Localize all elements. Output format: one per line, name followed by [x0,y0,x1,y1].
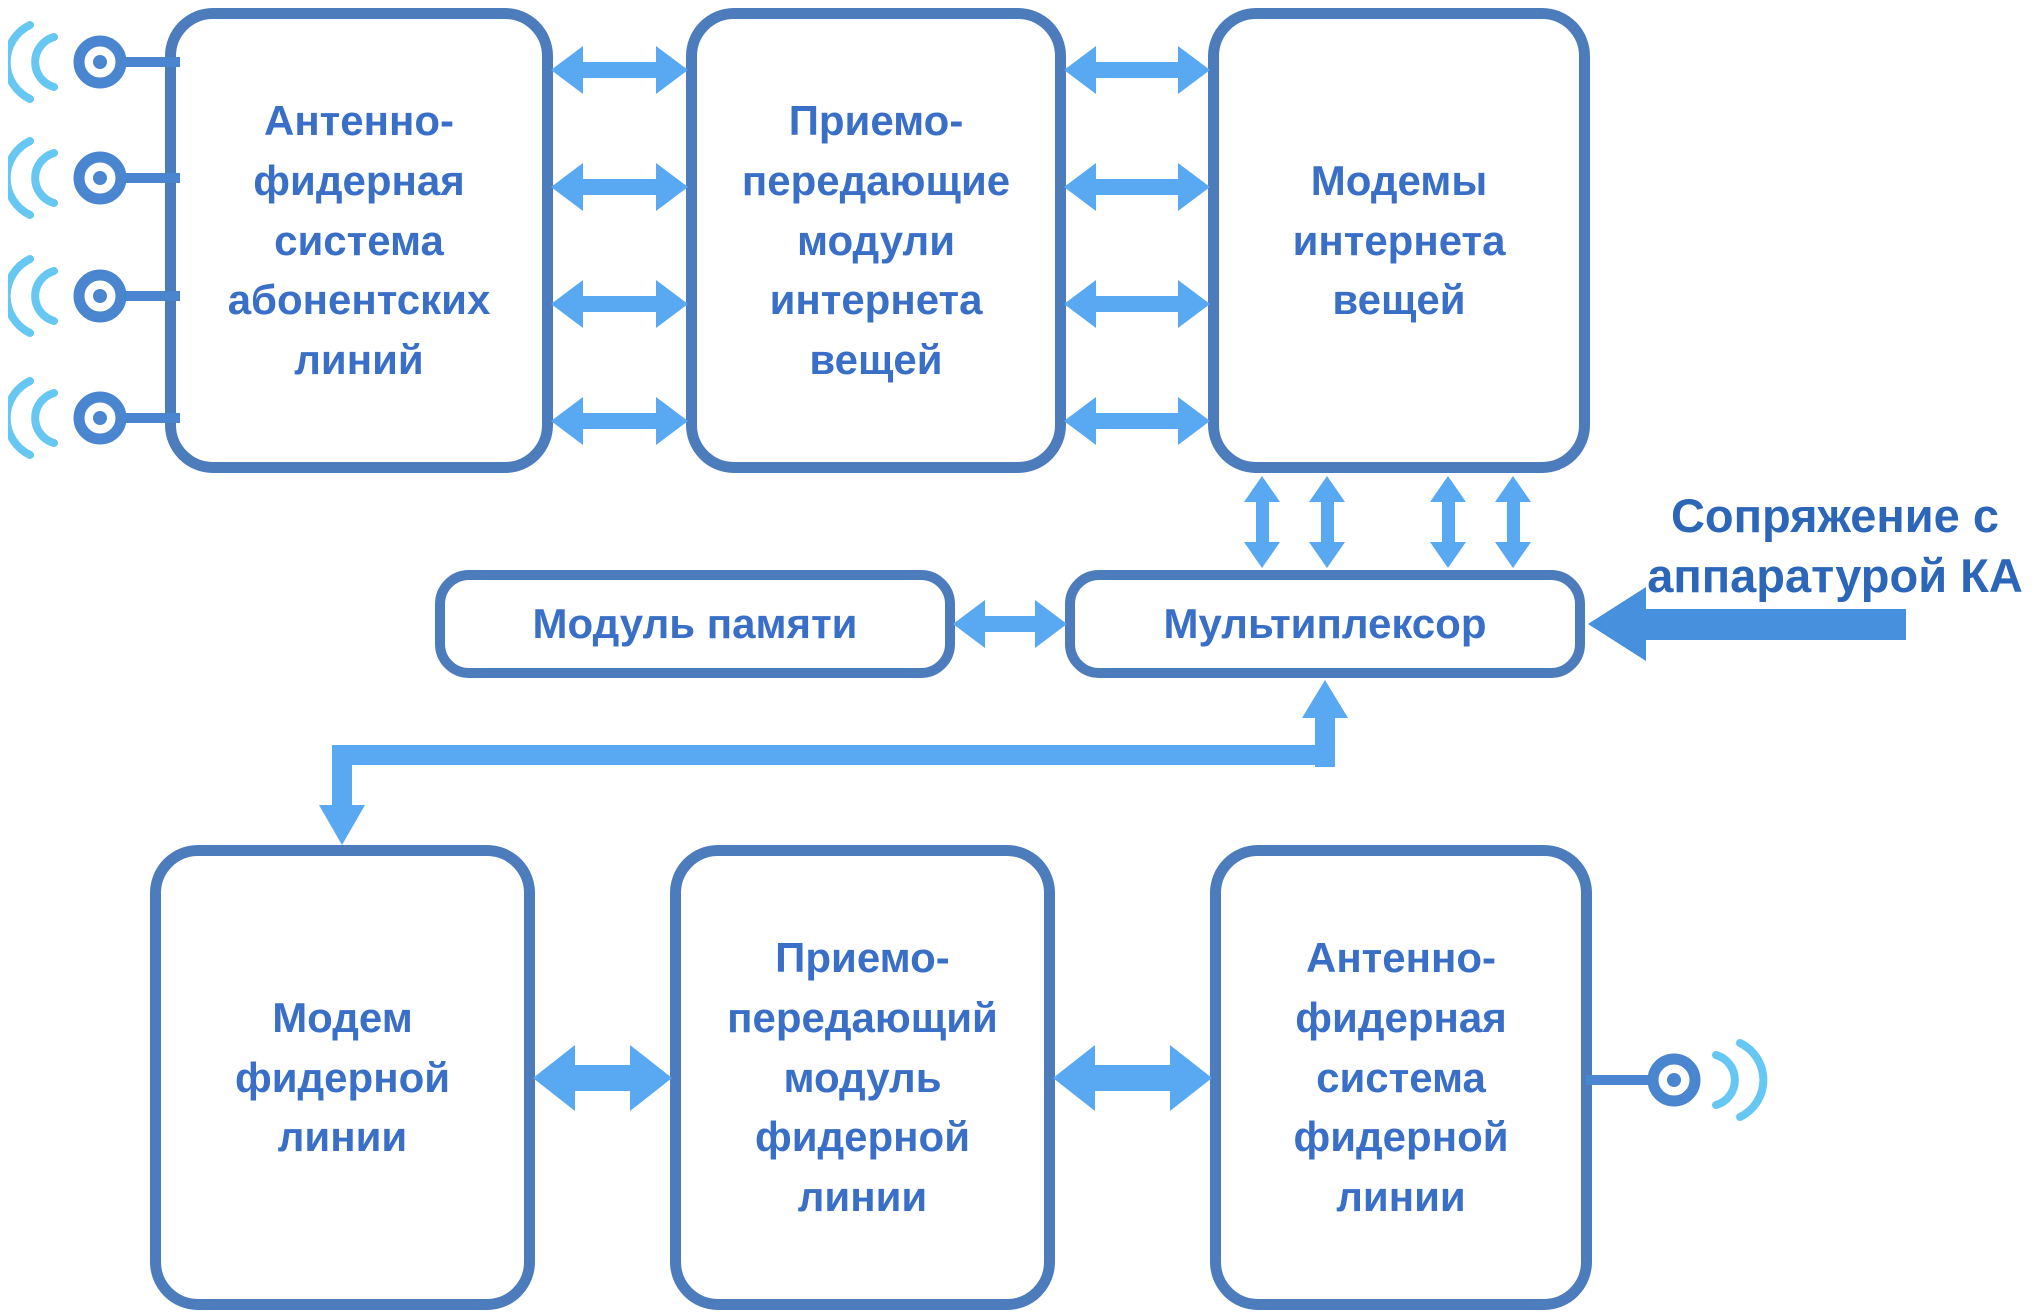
antenna-icon-1 [8,21,180,103]
wave-arc-inner [1712,1051,1739,1109]
antenna-dot [1667,1073,1681,1087]
wave-arc-outer [8,255,34,337]
wave-arc-outer [8,21,34,103]
arrow-afs-transceivers-1 [551,46,688,94]
arrow-spacecraft-interface [1588,587,1906,661]
antenna-stem [118,57,180,67]
spacecraft-interface-label: Сопряжение с аппаратурой КА [1647,489,2023,602]
antenna-icon-4 [8,377,180,459]
arrow-modems-mux-2 [1309,476,1345,568]
arrow-transceivers-modems-4 [1064,397,1210,445]
elbow-arrowhead-up [1302,680,1348,718]
antenna-stem [118,413,180,423]
wave-arc-inner [31,33,58,91]
antenna-dot [93,289,107,303]
arrow-modems-mux-4 [1495,476,1531,568]
antenna-dot [93,411,107,425]
antenna-icon-3 [8,255,180,337]
box-afs-feeder-line-label: Антенно- фидерная система фидерной линии [1293,934,1509,1220]
antenna-dot [93,171,107,185]
arrow-transceivers-modems-2 [1064,163,1210,211]
antenna-icon-2 [8,137,180,219]
wave-arc-inner [31,389,58,447]
box-afs-feeder-line: Антенно- фидерная система фидерной линии [1210,845,1592,1310]
arrow-afs-transceivers-4 [551,397,688,445]
antenna-stem [118,291,180,301]
arrow-modems-mux-1 [1244,476,1280,568]
arrow-transceiver-afsfeeder [1053,1045,1212,1111]
box-iot-transceiver-modules: Приемо- передающие модули интернета веще… [686,8,1066,473]
arrow-transceivers-modems-1 [1064,46,1210,94]
arrow-afs-transceivers-3 [551,280,688,328]
antenna-dot [93,55,107,69]
antenna-icon-feeder [1586,1039,1768,1121]
box-feeder-line-transceiver: Приемо- передающий модуль фидерной линии [670,845,1055,1310]
box-feeder-line-transceiver-label: Приемо- передающий модуль фидерной линии [727,934,998,1220]
arrow-afs-transceivers-2 [551,163,688,211]
arrow-feedermodem-transceiver [533,1045,672,1111]
box-iot-transceiver-modules-label: Приемо- передающие модули интернета веще… [741,97,1011,383]
box-memory-module-label: Модуль памяти [532,600,858,648]
arrow-modems-mux-3 [1430,476,1466,568]
box-feeder-line-modem: Модем фидерной линии [150,845,535,1310]
antenna-stem [118,173,180,183]
box-afs-subscriber-lines-label: Антенно- фидерная система абонентских ли… [227,97,491,383]
arrow-transceivers-modems-3 [1064,280,1210,328]
box-iot-modems-label: Модемы интернета вещей [1292,157,1506,324]
box-afs-subscriber-lines: Антенно- фидерная система абонентских ли… [165,8,553,473]
elbow-segment-horizontal [332,745,1335,765]
box-memory-module: Модуль памяти [435,570,955,678]
wave-arc-outer [1736,1039,1768,1121]
box-multiplexer: Мультиплексор [1065,570,1585,678]
box-iot-modems: Модемы интернета вещей [1208,8,1590,473]
wave-arc-outer [8,137,34,219]
elbow-segment-vertical-left [332,745,352,807]
box-multiplexer-label: Мультиплексор [1163,600,1487,648]
wave-arc-inner [31,149,58,207]
antenna-stem [1586,1075,1652,1085]
wave-arc-inner [31,267,58,325]
wave-arc-outer [8,377,34,459]
arrow-memory-mux [953,600,1067,648]
box-feeder-line-modem-label: Модем фидерной линии [234,994,451,1161]
elbow-arrowhead-down [319,805,365,845]
